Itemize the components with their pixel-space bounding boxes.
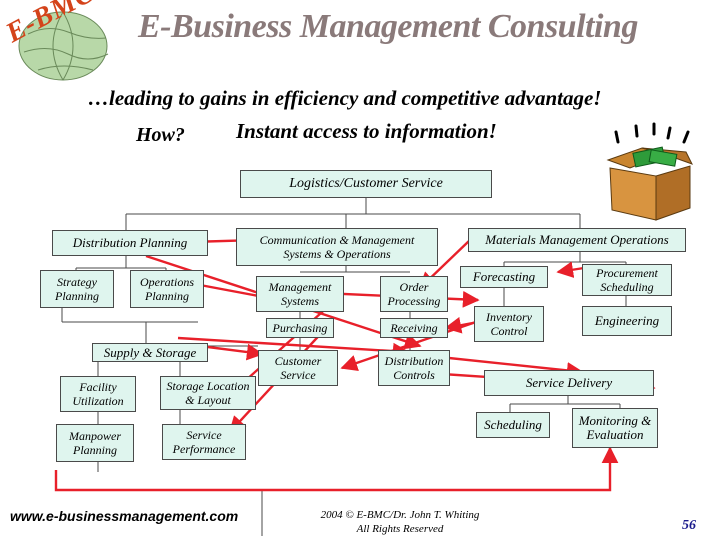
inventory-control-box: Inventory Control <box>474 306 544 342</box>
footer-copyright: 2004 © E-BMC/Dr. John T. Whiting All Rig… <box>300 508 500 536</box>
page-title: E-Business Management Consulting <box>138 8 638 45</box>
purchasing-box: Purchasing <box>266 318 334 338</box>
customer-service-box: Customer Service <box>258 350 338 386</box>
logo-globe-icon <box>18 11 109 81</box>
footer-url-link[interactable]: www.e-businessmanagement.com <box>10 508 239 524</box>
receiving-box: Receiving <box>380 318 448 338</box>
procurement-scheduling-box: Procurement Scheduling <box>582 264 672 296</box>
scheduling-box: Scheduling <box>476 412 550 438</box>
service-performance-box: Service Performance <box>162 424 246 460</box>
strategy-planning-box: Strategy Planning <box>40 270 114 308</box>
distribution-planning-box: Distribution Planning <box>52 230 208 256</box>
materials-management-box: Materials Management Operations <box>468 228 686 252</box>
distribution-controls-box: Distribution Controls <box>378 350 450 386</box>
order-processing-box: Order Processing <box>380 276 448 312</box>
supply-storage-box: Supply & Storage <box>92 343 208 362</box>
communication-systems-box: Communication & Management Systems & Ope… <box>236 228 438 266</box>
forecasting-box: Forecasting <box>460 266 548 288</box>
page-number: 56 <box>682 518 696 533</box>
service-delivery-box: Service Delivery <box>484 370 654 396</box>
copyright-line-1: 2004 © E-BMC/Dr. John T. Whiting <box>320 509 480 521</box>
tagline: …leading to gains in efficiency and comp… <box>88 86 602 110</box>
management-systems-box: Management Systems <box>256 276 344 312</box>
logistics-customer-service-box: Logistics/Customer Service <box>240 170 492 198</box>
monitoring-evaluation-box: Monitoring & Evaluation <box>572 408 658 448</box>
money-box-icon <box>606 122 694 221</box>
instant-label: Instant access to information! <box>236 119 497 143</box>
copyright-line-2: All Rights Reserved <box>356 523 444 535</box>
facility-utilization-box: Facility Utilization <box>60 376 136 412</box>
engineering-box: Engineering <box>582 306 672 336</box>
manpower-planning-box: Manpower Planning <box>56 424 134 462</box>
how-label: How? <box>136 124 185 146</box>
storage-location-box: Storage Location & Layout <box>160 376 256 410</box>
operations-planning-box: Operations Planning <box>130 270 204 308</box>
